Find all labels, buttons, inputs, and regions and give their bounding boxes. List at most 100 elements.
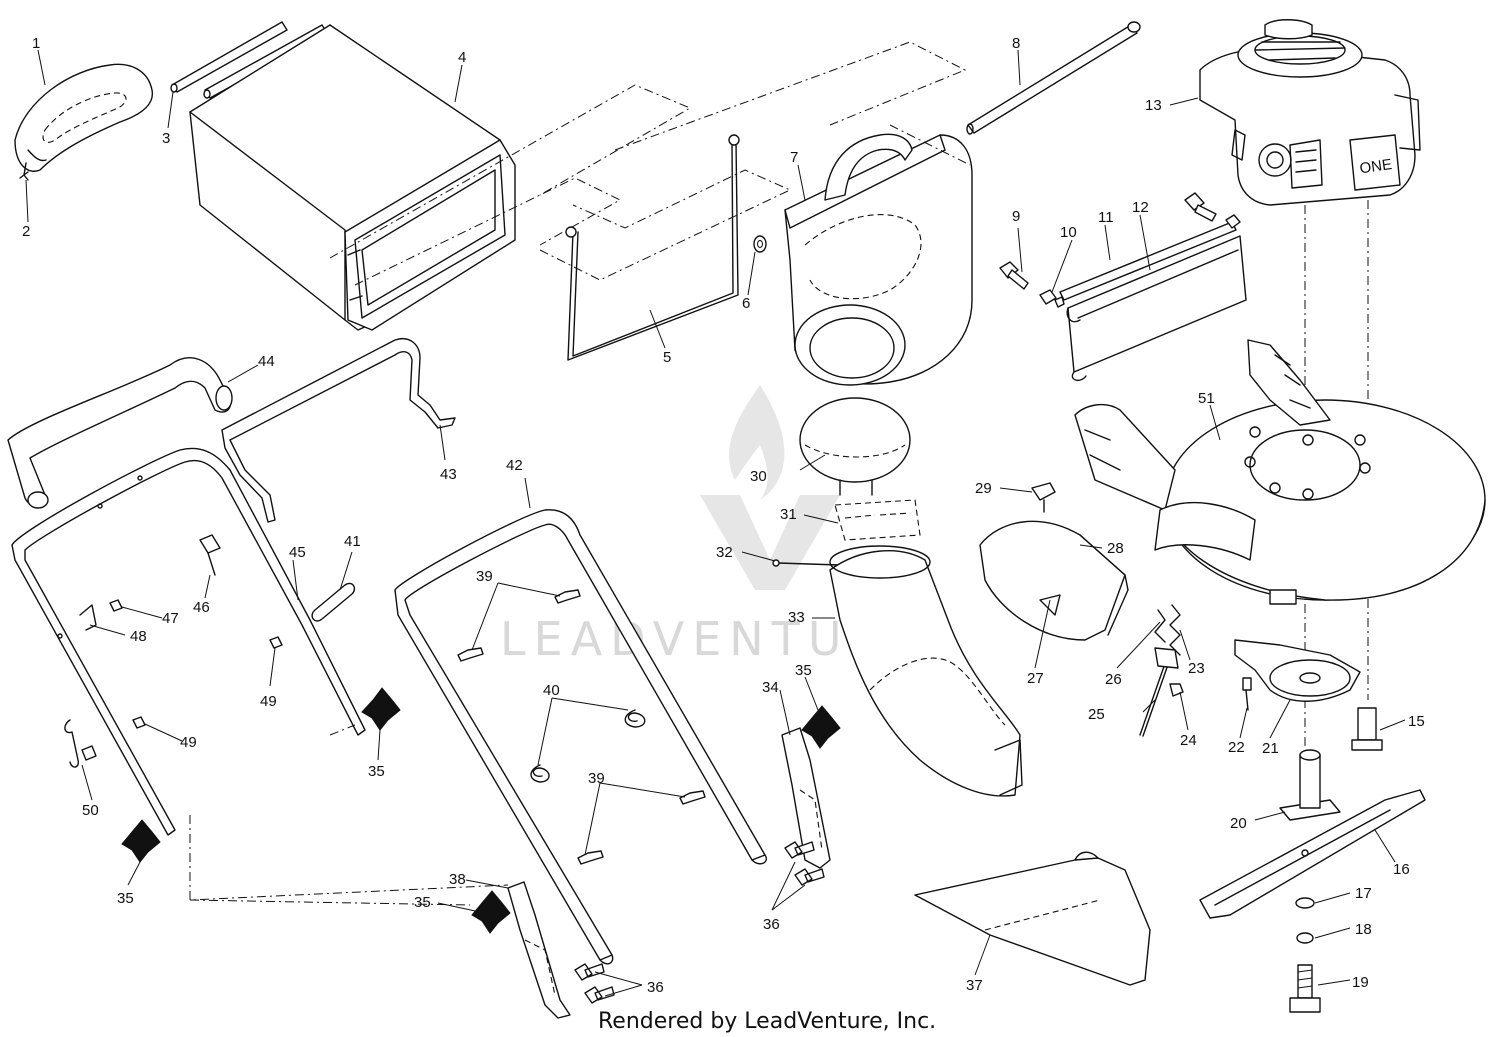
callout-18: 18 (1355, 921, 1372, 938)
assembly-line-lower (189, 899, 471, 906)
callout-2: 2 (22, 223, 30, 240)
part-43-control-bail (221, 338, 456, 523)
callout-8: 8 (1012, 35, 1020, 52)
part-45-upper-handle (11, 447, 366, 836)
part-20-key (1279, 749, 1341, 821)
callout-39-top: 39 (476, 568, 493, 585)
part-12-flap (1066, 235, 1247, 382)
callout-35-a: 35 (368, 763, 385, 780)
callout-9: 9 (1012, 208, 1020, 225)
callout-31: 31 (780, 506, 797, 523)
callout-28: 28 (1107, 540, 1124, 557)
callout-32: 32 (716, 544, 733, 561)
callout-40: 40 (543, 682, 560, 699)
part-39-bolts (457, 589, 706, 865)
callout-22: 22 (1228, 739, 1245, 756)
callout-1: 1 (32, 35, 40, 52)
part-50-hook (64, 719, 97, 768)
part-36-bolts-right (784, 841, 825, 886)
callout-5: 5 (663, 349, 671, 366)
part-2-clip (19, 162, 29, 181)
part-33-bag-adapter (829, 545, 1023, 797)
part-4-grass-bag (189, 24, 692, 331)
leader-lines (25, 49, 1406, 997)
callout-44: 44 (258, 353, 275, 370)
part-21-blade-adapter (1234, 639, 1361, 702)
part-18-lock-washer (1296, 932, 1314, 944)
part-35-knob-b (801, 705, 841, 749)
part-28-discharge-chute (979, 520, 1129, 641)
part-10-nut (1039, 289, 1065, 308)
callout-35-c: 35 (117, 890, 134, 907)
callout-38: 38 (449, 871, 466, 888)
callout-39-bottom: 39 (588, 770, 605, 787)
part-26-bracket (1154, 609, 1179, 669)
part-13-engine: ONE (1199, 19, 1421, 206)
part-48-clip (79, 604, 97, 631)
part-37-rear-skirt (914, 851, 1151, 986)
callout-35-d: 35 (414, 894, 431, 911)
callout-34: 34 (762, 679, 779, 696)
callout-17: 17 (1355, 885, 1372, 902)
callout-43: 43 (440, 466, 457, 483)
callout-33: 33 (788, 609, 805, 626)
credit-text: Rendered by LeadVenture, Inc. (598, 1009, 936, 1034)
callout-36-left: 36 (647, 979, 664, 996)
part-22-screw (1242, 677, 1252, 711)
engine-brand-mark: ONE (1359, 156, 1394, 177)
callout-19: 19 (1352, 974, 1369, 991)
callout-51: 51 (1198, 390, 1215, 407)
part-47-screw (109, 599, 123, 612)
part-35-knob-a (361, 687, 401, 731)
part-40-spring-clips (530, 709, 646, 783)
callout-35-b: 35 (795, 662, 812, 679)
callout-27: 27 (1027, 670, 1044, 687)
callout-45: 45 (289, 544, 306, 561)
part-35-knob-d (471, 890, 511, 934)
part-16-blade (1199, 789, 1426, 919)
part-17-washer (1295, 897, 1315, 909)
part-19-blade-bolt (1289, 964, 1321, 1013)
callout-49-b: 49 (180, 734, 197, 751)
callout-10: 10 (1060, 224, 1077, 241)
callout-26: 26 (1105, 671, 1122, 688)
part-6-washer (753, 235, 767, 253)
watermark-logo (700, 385, 840, 590)
part-46-cable-guide (199, 534, 221, 576)
callout-4: 4 (458, 49, 466, 66)
part-7-rear-housing (784, 133, 973, 386)
callout-6: 6 (742, 295, 750, 312)
part-31-gasket (834, 499, 921, 541)
callout-29: 29 (975, 480, 992, 497)
callout-42: 42 (506, 457, 523, 474)
part-29-knob (1031, 482, 1056, 513)
callout-25: 25 (1088, 706, 1105, 723)
part-44-foam-grip (7, 357, 233, 509)
callout-11: 11 (1098, 209, 1114, 226)
callout-15: 15 (1408, 713, 1425, 730)
part-30-plug (799, 397, 911, 496)
callout-50: 50 (82, 802, 99, 819)
callout-30: 30 (750, 468, 767, 485)
callout-37: 37 (966, 977, 983, 994)
callout-24: 24 (1180, 732, 1197, 749)
callout-3: 3 (162, 130, 170, 147)
callout-13: 13 (1145, 97, 1162, 114)
part-41-cable-clip (311, 582, 356, 622)
callout-7: 7 (790, 149, 798, 166)
part-23-spring (1169, 604, 1181, 656)
callout-21: 21 (1262, 740, 1279, 757)
part-5-wire-frame (539, 41, 967, 361)
part-51-mower-deck (1074, 339, 1486, 605)
callout-47: 47 (162, 610, 179, 627)
callout-41: 41 (344, 533, 361, 550)
part-42-lower-handle (394, 509, 767, 965)
assembly-line-bracket (329, 724, 356, 736)
callout-46: 46 (193, 599, 210, 616)
part-49-nuts (132, 636, 283, 729)
callout-16: 16 (1393, 861, 1410, 878)
callout-labels: 1 2 3 4 5 6 7 8 9 10 11 12 13 15 16 17 1… (22, 35, 1425, 996)
part-34-height-bracket (781, 727, 831, 869)
callout-20: 20 (1230, 815, 1247, 832)
